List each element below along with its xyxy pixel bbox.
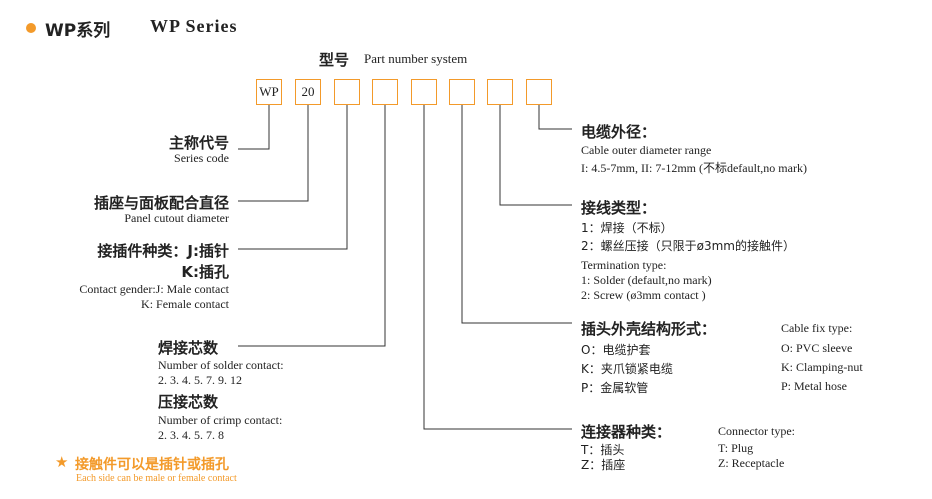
pn-title-en: Part number system (364, 51, 468, 66)
cable-diameter-desc: I: 4.5-7mm, II: 7-12mm (不标default,no mar… (581, 161, 807, 175)
termination-type-cn: 接线类型： (581, 199, 657, 217)
solder-contacts-en: Number of solder contact: (158, 358, 284, 372)
termination-en2: 2: Screw (ø3mm contact ) (581, 288, 706, 302)
termination-en1: 1: Solder (default,no mark) (581, 273, 712, 287)
termination-opt2: 2：螺丝压接（只限于ø3mm的接触件） (581, 239, 795, 253)
shell-option-cn-p: P：金属软管 (581, 381, 649, 395)
crimp-contacts-en: Number of crimp contact: (158, 413, 283, 427)
star-icon: ★ (55, 453, 69, 471)
contact-gender-en1: Contact gender:J: Male contact (79, 282, 229, 296)
shell-option-en-p: P: Metal hose (781, 379, 847, 393)
crimp-contacts-values: 2. 3. 4. 5. 7. 8 (158, 428, 224, 442)
solder-contacts-values: 2. 3. 4. 5. 7. 9. 12 (158, 373, 242, 387)
pn-box-panel: 20 (295, 79, 321, 105)
page-title-cn: WP系列 (45, 21, 111, 41)
shell-option-cn-o: O：电缆护套 (581, 343, 651, 357)
pn-box-cable (526, 79, 552, 105)
connector-option-cn-z: Z：插座 (581, 458, 626, 472)
pn-box-shell (449, 79, 475, 105)
cable-diameter-cn: 电缆外径： (581, 123, 657, 141)
solder-contacts-cn: 焊接芯数 (158, 339, 219, 357)
pn-box-contacts (372, 79, 398, 105)
connector-option-cn-t: T：插头 (581, 443, 625, 457)
note-en: Each side can be male or female contact (76, 473, 237, 484)
shell-option-en-o: O: PVC sleeve (781, 341, 853, 355)
panel-cutout-cn: 插座与面板配合直径 (93, 194, 229, 212)
connector-option-en-z: Z: Receptacle (718, 456, 785, 470)
crimp-contacts-cn: 压接芯数 (158, 393, 219, 411)
shell-option-en-k: K: Clamping-nut (781, 360, 863, 374)
pn-box-series: WP (256, 79, 282, 105)
shell-type-cn: 插头外壳结构形式： (581, 320, 717, 338)
series-code-en: Series code (174, 151, 229, 165)
pn-box-termination (487, 79, 513, 105)
series-code-cn: 主称代号 (168, 134, 229, 152)
connector-type-cn: 连接器种类： (581, 423, 672, 441)
title-bullet (26, 23, 36, 33)
page-title-en: WP Series (150, 16, 238, 36)
pn-title-cn: 型号 (319, 51, 350, 69)
termination-en-title: Termination type: (581, 258, 667, 272)
termination-opt1: 1：焊接（不标） (581, 221, 673, 235)
cable-diameter-en: Cable outer diameter range (581, 143, 712, 157)
connector-option-en-t: T: Plug (718, 441, 754, 455)
panel-cutout-en: Panel cutout diameter (124, 211, 229, 225)
contact-gender-cn2: K:插孔 (181, 263, 229, 281)
contact-gender-cn1: 接插件种类：J:插针 (97, 242, 229, 260)
pn-box-gender (334, 79, 360, 105)
note-cn: 接触件可以是插针或插孔 (75, 457, 229, 473)
shell-option-cn-k: K：夹爪锁紧电缆 (581, 362, 673, 376)
contact-gender-en2: K: Female contact (141, 297, 229, 311)
connector-en-title: Connector type: (718, 424, 795, 438)
shell-en-title: Cable fix type: (781, 321, 853, 335)
pn-box-connector (411, 79, 437, 105)
